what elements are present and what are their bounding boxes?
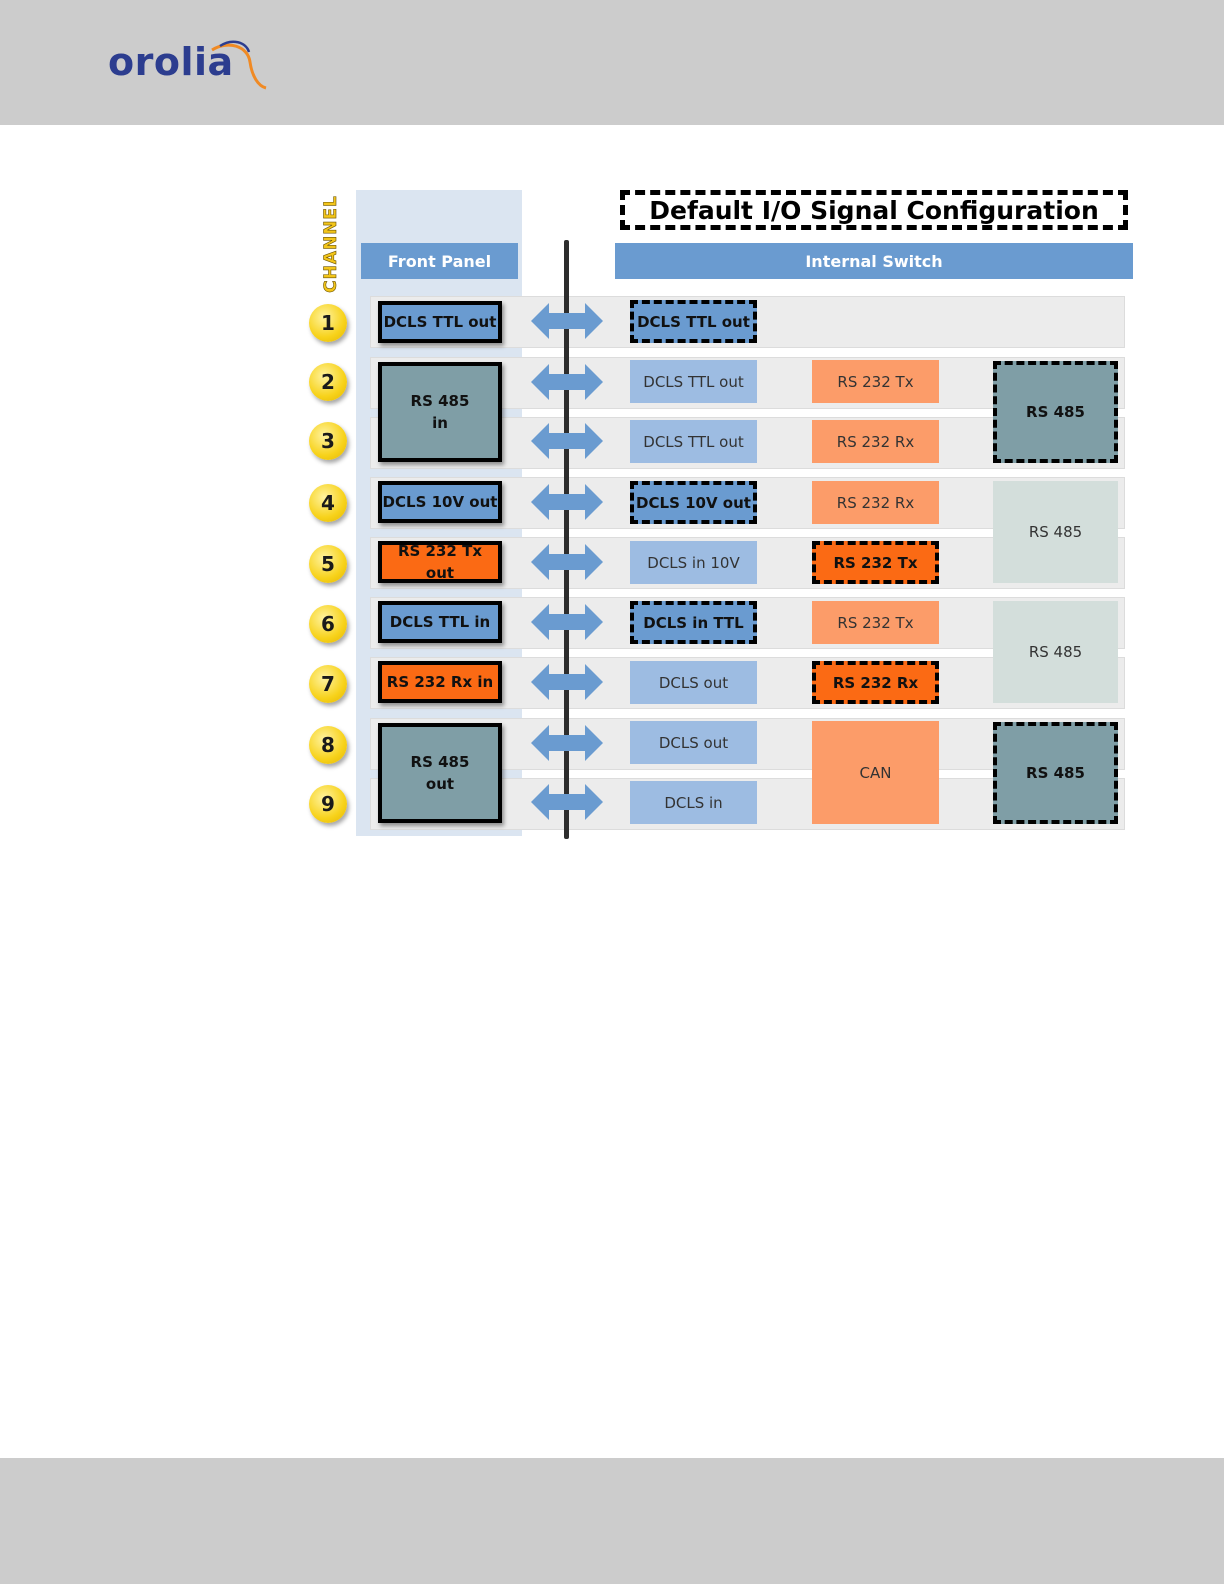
channel-badge: 4 — [309, 484, 347, 522]
switch-signal-default: RS 232 Tx — [812, 541, 939, 584]
switch-signal-default: DCLS in TTL — [630, 601, 757, 644]
channel-axis-label: CHANNEL — [316, 195, 346, 293]
switch-signal: DCLS TTL out — [630, 360, 757, 403]
page-header-band — [0, 0, 1224, 125]
panel-divider — [564, 240, 569, 839]
front-panel-signal: RS 232 Rx in — [378, 661, 502, 703]
channel-badge: 7 — [309, 665, 347, 703]
switch-signal: RS 232 Tx — [812, 360, 939, 403]
channel-badge: 8 — [309, 726, 347, 764]
switch-signal: RS 485 — [993, 601, 1118, 703]
channel-badge: 5 — [309, 545, 347, 583]
switch-signal: DCLS in 10V — [630, 541, 757, 584]
switch-signal-default: RS 485 — [993, 361, 1118, 463]
channel-badge: 9 — [309, 785, 347, 823]
internal-switch-header: Internal Switch — [615, 243, 1133, 279]
bidirectional-arrow-icon — [531, 423, 603, 459]
switch-signal: DCLS out — [630, 721, 757, 764]
bidirectional-arrow-icon — [531, 664, 603, 700]
switch-signal-default: DCLS 10V out — [630, 481, 757, 524]
switch-signal-default: RS 232 Rx — [812, 661, 939, 704]
front-panel-signal: DCLS TTL in — [378, 601, 502, 643]
switch-signal: RS 232 Rx — [812, 481, 939, 524]
switch-signal: RS 232 Rx — [812, 420, 939, 463]
bidirectional-arrow-icon — [531, 725, 603, 761]
logo-swoosh-icon — [211, 40, 267, 90]
front-panel-signal: DCLS TTL out — [378, 301, 502, 343]
channel-label-text: CHANNEL — [321, 195, 342, 293]
diagram-title: Default I/O Signal Configuration — [620, 190, 1128, 230]
orolia-logo: orolia — [108, 36, 268, 96]
bidirectional-arrow-icon — [531, 544, 603, 580]
front-panel-signal: RS 485 in — [378, 362, 502, 462]
channel-badge: 6 — [309, 605, 347, 643]
switch-signal: CAN — [812, 721, 939, 824]
front-panel-header: Front Panel — [361, 243, 518, 279]
front-panel-signal: RS 485 out — [378, 723, 502, 823]
bidirectional-arrow-icon — [531, 604, 603, 640]
front-panel-signal: DCLS 10V out — [378, 481, 502, 523]
switch-signal-default: RS 485 — [993, 722, 1118, 824]
front-panel-signal: RS 232 Tx out — [378, 541, 502, 583]
switch-signal: DCLS out — [630, 661, 757, 704]
bidirectional-arrow-icon — [531, 364, 603, 400]
switch-signal-default: DCLS TTL out — [630, 300, 757, 343]
switch-signal: RS 232 Tx — [812, 601, 939, 644]
bidirectional-arrow-icon — [531, 484, 603, 520]
logo-text: orolia — [108, 40, 234, 84]
switch-signal: DCLS in — [630, 781, 757, 824]
switch-signal: DCLS TTL out — [630, 420, 757, 463]
page-footer-band — [0, 1458, 1224, 1584]
bidirectional-arrow-icon — [531, 784, 603, 820]
channel-badge: 3 — [309, 422, 347, 460]
switch-signal: RS 485 — [993, 481, 1118, 583]
channel-badge: 2 — [309, 363, 347, 401]
bidirectional-arrow-icon — [531, 303, 603, 339]
channel-badge: 1 — [309, 304, 347, 342]
